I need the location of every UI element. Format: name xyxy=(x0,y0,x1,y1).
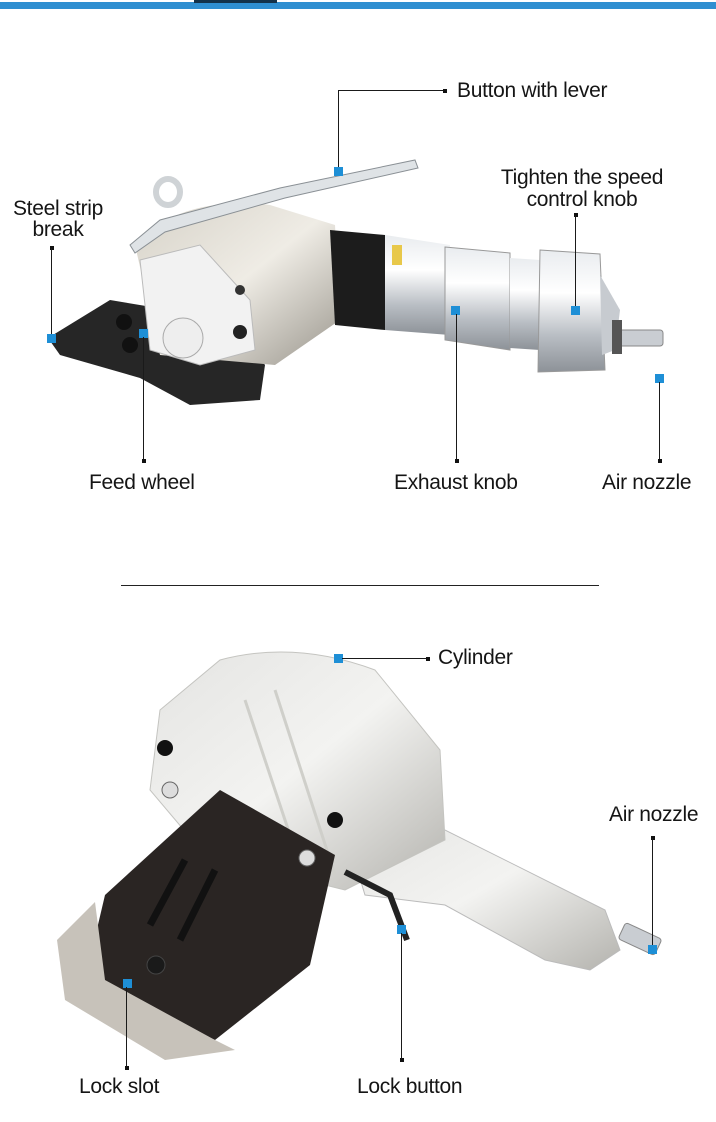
leader-dot xyxy=(125,1066,129,1070)
marker-lock-button xyxy=(397,925,406,934)
leader-dot xyxy=(443,89,447,93)
leader-line-exhaust-knob xyxy=(456,314,457,460)
label-tighten-speed-line1: Tighten the speed xyxy=(500,166,664,189)
leader-line-cylinder xyxy=(342,658,427,659)
leader-dot xyxy=(658,459,662,463)
leader-dot xyxy=(651,836,655,840)
leader-dot xyxy=(574,213,578,217)
leader-line-speed-knob xyxy=(575,215,576,307)
marker-feed-wheel xyxy=(139,329,148,338)
label-button-with-lever: Button with lever xyxy=(457,79,608,102)
strapping-tool-top-image xyxy=(57,651,662,1060)
leader-dot xyxy=(426,657,430,661)
marker-speed-knob xyxy=(571,306,580,315)
leader-line-lock-button xyxy=(401,933,402,1059)
marker-air-nozzle xyxy=(655,374,664,383)
marker-button-with-lever xyxy=(334,167,343,176)
leader-line-air-nozzle xyxy=(659,382,660,460)
label-lock-slot: Lock slot xyxy=(79,1075,160,1098)
label-lock-button: Lock button xyxy=(357,1075,463,1098)
leader-dot xyxy=(400,1058,404,1062)
marker-exhaust-knob xyxy=(451,306,460,315)
leader-dot xyxy=(142,459,146,463)
strapping-tool-side-image xyxy=(48,159,664,405)
leader-line-air-nozzle-2 xyxy=(652,838,653,946)
section-divider xyxy=(121,585,599,586)
leader-dot xyxy=(455,459,459,463)
label-air-nozzle: Air nozzle xyxy=(602,471,692,494)
label-exhaust-knob: Exhaust knob xyxy=(394,471,518,494)
leader-dot xyxy=(50,246,54,250)
top-accent-bar xyxy=(0,2,716,9)
top-tab-indicator xyxy=(194,0,277,3)
leader-line-button-with-lever xyxy=(338,90,339,172)
label-steel-strip-break-line1: Steel strip xyxy=(12,197,104,220)
leader-line-lock-slot xyxy=(126,987,127,1067)
label-steel-strip-break-line2: break xyxy=(32,218,84,241)
marker-steel-strip-break xyxy=(47,334,56,343)
label-feed-wheel: Feed wheel xyxy=(89,471,195,494)
marker-cylinder xyxy=(334,654,343,663)
marker-lock-slot xyxy=(123,979,132,988)
leader-line-feed-wheel xyxy=(143,337,144,460)
label-cylinder: Cylinder xyxy=(438,646,513,669)
marker-air-nozzle-2 xyxy=(648,945,657,954)
label-air-nozzle-2: Air nozzle xyxy=(609,803,699,826)
label-tighten-speed-line2: control knob xyxy=(526,188,638,211)
leader-line-button-with-lever-h xyxy=(338,90,444,91)
leader-line-steel-strip-break xyxy=(51,248,52,336)
